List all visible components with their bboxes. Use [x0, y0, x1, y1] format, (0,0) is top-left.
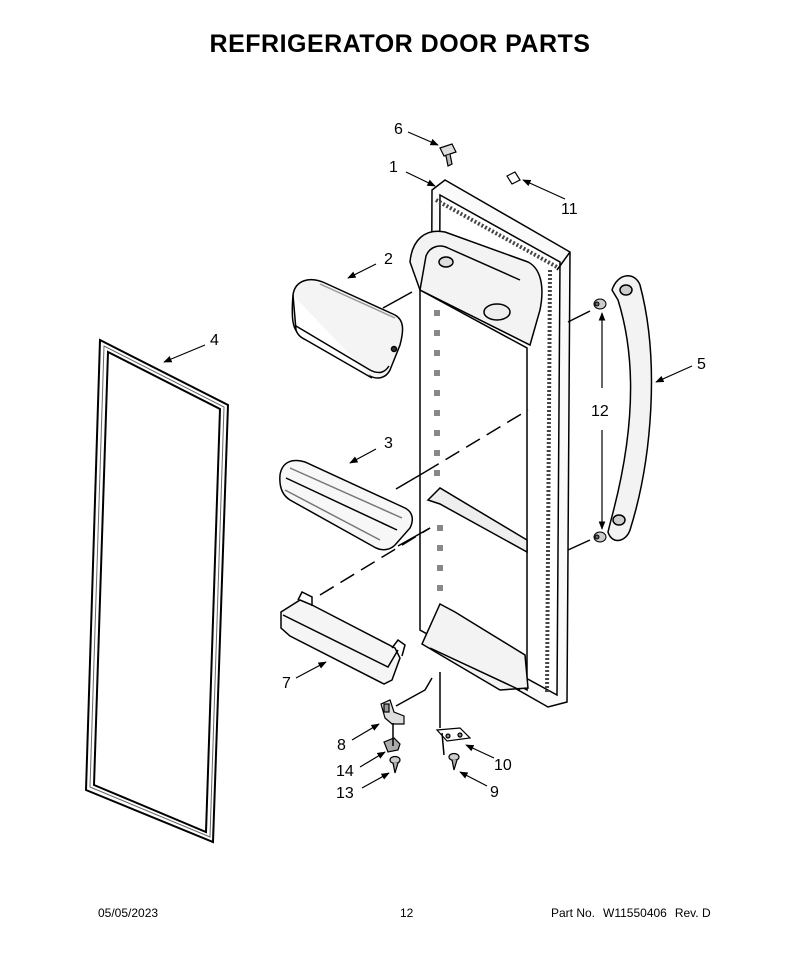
- page-title: REFRIGERATOR DOOR PARTS: [209, 30, 591, 58]
- callout-labels: 6 1 11 2 4 5 12 3 7 8 10 14 13 9: [210, 121, 706, 802]
- door-bin: [279, 459, 414, 551]
- callout-9: 9: [490, 784, 499, 801]
- leader-arrows: [163, 131, 693, 789]
- callout-1: 1: [389, 159, 398, 176]
- handle-screw-lower: [593, 531, 607, 543]
- door-handle: [607, 275, 653, 542]
- door-gasket: [84, 338, 230, 844]
- footer-page-number: 12: [400, 906, 414, 920]
- door-assembly: [409, 179, 571, 708]
- footer-part-info: Part No. W11550406 Rev. D: [551, 906, 719, 920]
- hinge-bracket: [380, 699, 405, 725]
- part-number: W11550406: [603, 906, 667, 920]
- callout-8: 8: [337, 737, 346, 754]
- revision: Rev. D: [674, 906, 711, 920]
- callout-7: 7: [282, 675, 291, 692]
- label-clip: [506, 171, 521, 185]
- assembly-lines: [319, 291, 591, 756]
- hinge-plate: [435, 727, 472, 742]
- callout-12: 12: [591, 403, 609, 420]
- callout-3: 3: [384, 435, 393, 452]
- screw-top: [439, 143, 457, 167]
- dairy-door: [291, 279, 404, 379]
- callout-4: 4: [210, 332, 219, 349]
- bushing: [383, 737, 401, 753]
- lower-door-shelf: [280, 590, 406, 685]
- hinge-screw: [389, 755, 401, 774]
- footer-date: 05/05/2023: [98, 906, 159, 920]
- callout-11: 11: [561, 201, 578, 218]
- callout-14: 14: [336, 763, 354, 780]
- plate-screw: [448, 752, 460, 771]
- part-number-label: Part No.: [551, 906, 596, 920]
- handle-screw-upper: [593, 298, 607, 310]
- callout-5: 5: [697, 356, 706, 373]
- callout-13: 13: [336, 785, 354, 802]
- callout-2: 2: [384, 251, 393, 268]
- callout-10: 10: [494, 757, 512, 774]
- callout-6: 6: [394, 121, 403, 138]
